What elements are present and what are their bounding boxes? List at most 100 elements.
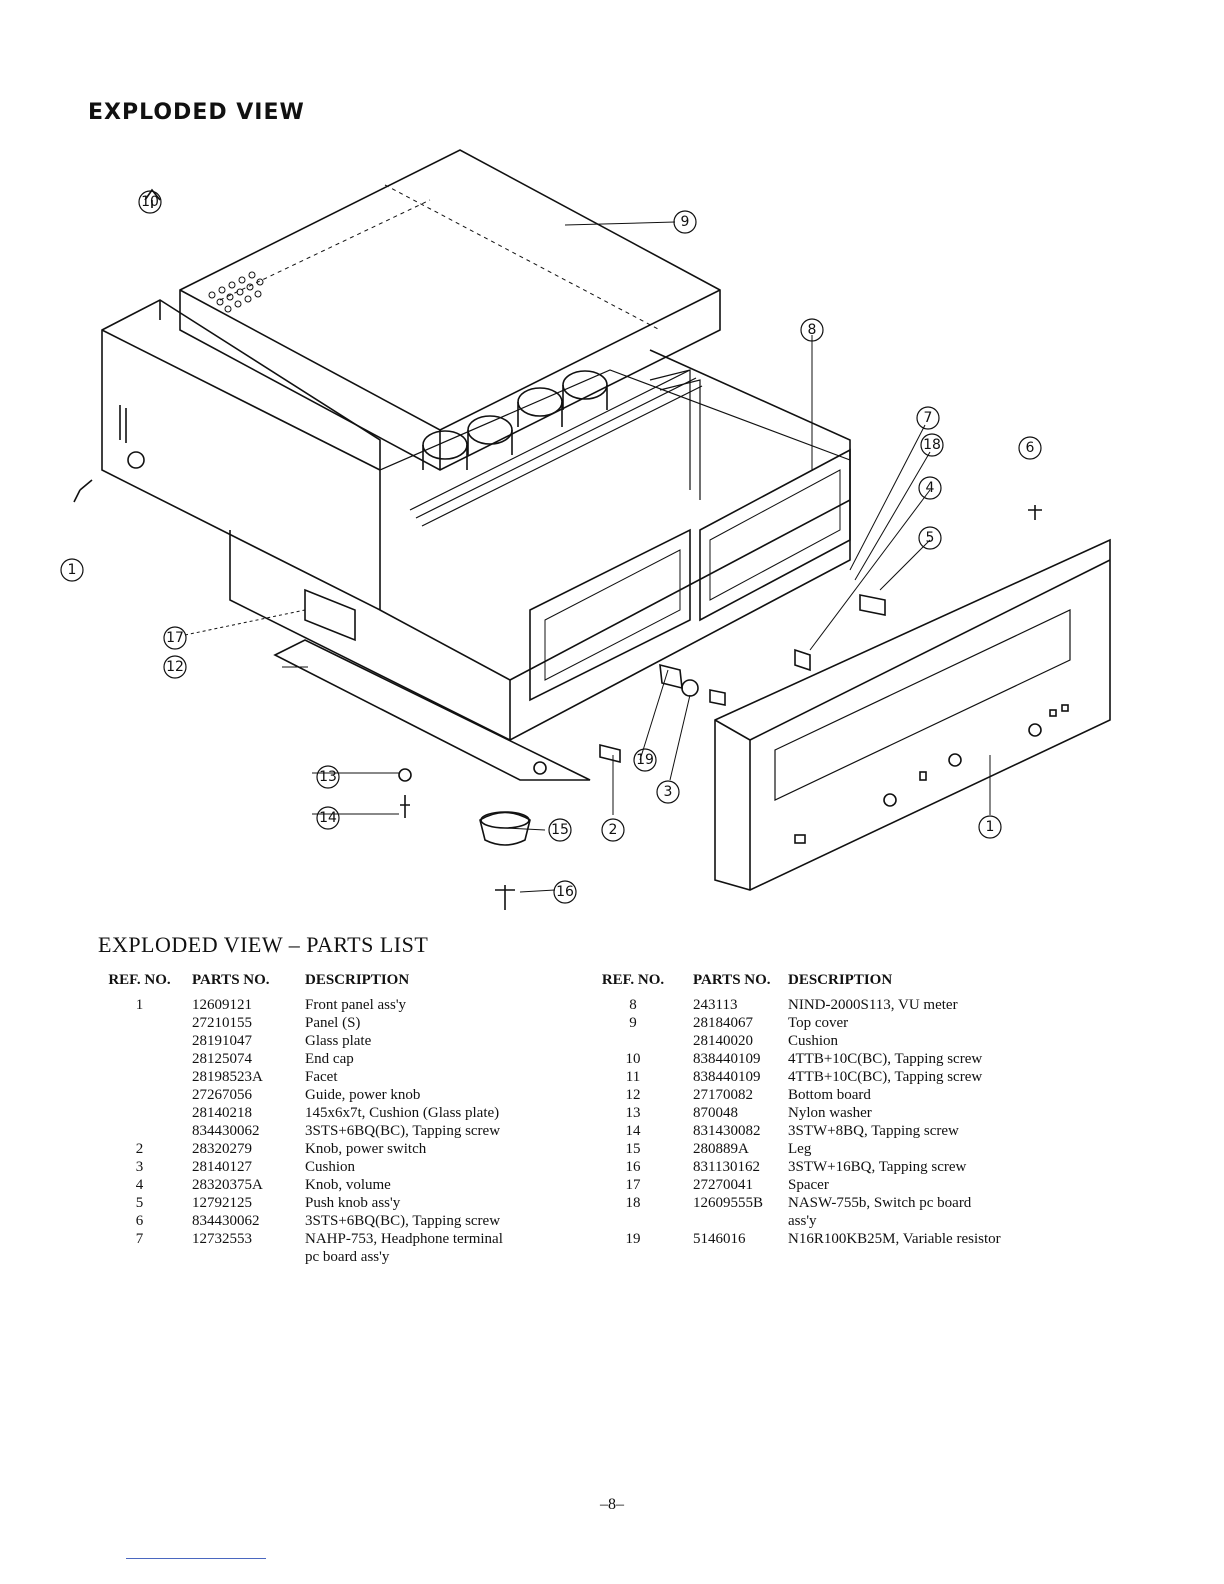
part-number-cell: 870048 [693,1105,738,1121]
knob-power-switch [599,743,621,764]
part-number-cell: 28125074 [192,1051,252,1067]
part-number-cell: 12792125 [192,1195,252,1211]
callout-2: 2 [609,822,618,838]
part-number-cell: 28191047 [192,1033,252,1049]
ref-cell: 13 [625,1105,641,1121]
callout-4: 4 [926,480,935,496]
description-cell: Nylon washer [788,1105,872,1121]
screw-10 [144,188,161,208]
knob-push [794,648,811,672]
exploded-view-diagram: 10 9 8 7 18 6 4 5 1 17 12 13 14 15 16 2 … [50,140,1170,920]
ref-cell [97,1014,182,1032]
bottom-rule [126,1558,266,1559]
description-cell: 145x6x7t, Cushion (Glass plate) [305,1105,500,1121]
part-number-cell: 834430062 [192,1213,260,1229]
vu-meter-right [699,448,851,622]
part-number-cell: 243113 [693,997,738,1013]
page-number: –8– [600,1496,624,1513]
table-row: 1 12609121 Front panel ass'y [97,996,555,1014]
left-side-cover [101,299,381,612]
table-row: 28140218 145x6x7t, Cushion (Glass plate) [97,1104,555,1122]
bottom-board [273,639,591,781]
table-row: 28125074 End cap [97,1050,555,1068]
description-cell: Push knob ass'y [305,1195,401,1211]
callout-3: 3 [664,784,673,800]
ref-cell: 18 [625,1195,641,1211]
table-header: REF. NO. PARTS NO. DESCRIPTION [97,972,555,996]
part-number-cell: 27210155 [192,1015,252,1031]
part-number-cell: 12732553 [192,1231,252,1247]
part-number-cell: 28320279 [192,1141,252,1157]
header-part: PARTS NO. [693,972,771,988]
header-part: PARTS NO. [192,972,270,988]
cushion [681,679,699,697]
part-number-cell: 834430062 [192,1123,260,1139]
page-title: EXPLODED VIEW [88,100,305,125]
callout-9: 9 [681,214,690,230]
ref-cell: 16 [625,1159,641,1175]
description-cell: Facet [305,1069,338,1085]
vu-meter-left [529,528,691,702]
part-number-cell: 27270041 [693,1177,753,1193]
callout-12: 12 [166,659,184,675]
table-row: 3 28140127 Cushion [97,1158,555,1176]
exploded-view-drawing: 10 9 8 7 18 6 4 5 1 17 12 13 14 15 16 2 … [60,149,1111,910]
description-cell: 4TTB+10C(BC), Tapping screw [788,1051,983,1067]
part-number-cell: 27170082 [693,1087,753,1103]
part-number-cell: 28140218 [192,1105,252,1121]
callout-1-front: 1 [986,819,995,835]
description-cell: ass'y [788,1213,817,1229]
vent-holes [208,271,264,313]
part-number-cell: 280889A [693,1141,749,1157]
ref-cell: 1 [135,997,144,1013]
callout-18: 18 [923,437,941,453]
ref-cell: 11 [625,1069,641,1085]
ref-cell: 19 [625,1231,641,1247]
ref-cell: 5 [135,1195,144,1211]
ref-cell: 4 [135,1177,144,1193]
header-desc: DESCRIPTION [305,972,410,988]
ref-cell: 3 [135,1159,144,1175]
screw-16 [495,885,515,910]
description-cell: Top cover [788,1015,849,1031]
description-cell: Spacer [788,1177,829,1193]
ref-cell: 9 [629,1015,637,1031]
part-number-cell: 28140127 [192,1159,252,1175]
part-number-cell: 12609121 [192,997,252,1013]
description-cell: Leg [788,1141,812,1157]
push-knob-assy [859,594,886,616]
description-cell: Front panel ass'y [305,997,407,1013]
description-cell: Cushion [305,1159,356,1175]
description-cell: 3STW+8BQ, Tapping screw [788,1123,959,1139]
description-cell: Cushion [788,1033,839,1049]
parts-table-left: REF. NO. PARTS NO. DESCRIPTION 1 12609121… [97,972,555,1266]
parts-list-title: EXPLODED VIEW – PARTS LIST [98,932,429,957]
part-number-cell: 28184067 [693,1015,753,1031]
description-cell: NAHP-753, Headphone terminal [305,1231,503,1247]
callout-10: 10 [141,194,159,210]
description-cell: pc board ass'y [305,1249,390,1265]
description-cell: NASW-755b, Switch pc board [788,1195,972,1211]
header-desc: DESCRIPTION [788,972,893,988]
ref-cell: 15 [625,1141,641,1157]
chassis [229,349,851,741]
callout-5: 5 [926,530,935,546]
description-cell: End cap [305,1051,354,1067]
ref-cell [598,1032,668,1050]
screw-left [73,479,93,503]
description-cell: 3STS+6BQ(BC), Tapping screw [305,1213,501,1229]
callout-17: 17 [166,630,184,646]
table-row: 9 28184067 Top cover [598,1014,1048,1032]
ref-cell: 6 [135,1213,144,1229]
callout-19: 19 [636,752,654,768]
description-cell: Knob, volume [305,1177,391,1193]
part-number-cell: 831430082 [693,1123,761,1139]
